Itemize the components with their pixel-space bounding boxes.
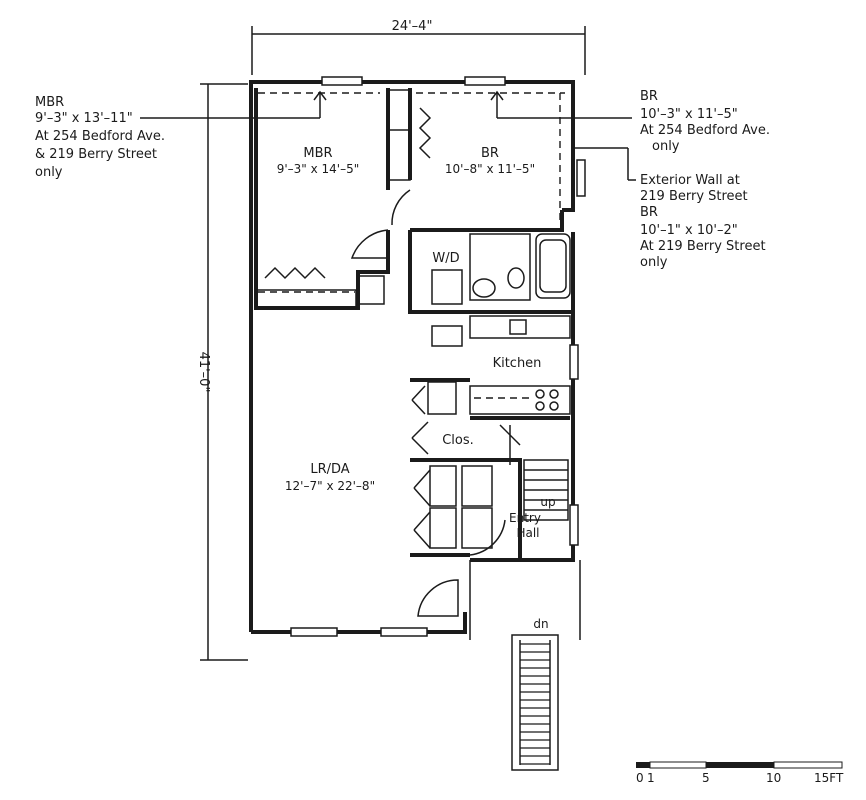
exterior-stair — [511, 634, 559, 771]
lrda-name: LR/DA — [310, 462, 349, 477]
interior-stair — [499, 424, 569, 521]
clos-label: Clos. — [442, 433, 474, 448]
scale-bar: 0 1 5 10 15FT — [636, 761, 844, 785]
wd-label: W/D — [432, 251, 459, 266]
note-left-line-4: & 219 Berry Street — [35, 147, 157, 162]
note-right-top: BR 10'–3" x 11'–5" At 254 Bedford Ave. o… — [640, 89, 770, 154]
note-right-bottom-line-5: At 219 Berry Street — [640, 239, 766, 254]
note-left-line-1: MBR — [35, 95, 64, 110]
lrda-size: 12'–7" x 22'–8" — [285, 479, 375, 493]
note-right-top-line-4: only — [652, 139, 680, 154]
arrows — [140, 90, 632, 180]
bathroom — [431, 233, 571, 305]
note-left-line-3: At 254 Bedford Ave. — [35, 129, 165, 144]
depth-dimension: 41'–0" — [196, 83, 248, 661]
width-label: 24'–4" — [392, 19, 433, 34]
scale-label-5: 5 — [702, 771, 710, 785]
note-left-line-5: only — [35, 165, 63, 180]
br-size: 10'–8" x 11'–5" — [445, 162, 535, 176]
kitchen-label: Kitchen — [493, 356, 542, 371]
note-right-bottom-line-2: 219 Berry Street — [640, 189, 748, 204]
note-left-line-2: 9'–3" x 13'–11" — [35, 111, 133, 126]
mbr-name: MBR — [303, 146, 332, 161]
hall-label: Hall — [516, 526, 539, 540]
kitchen-fixtures — [431, 315, 571, 415]
note-right-top-line-3: At 254 Bedford Ave. — [640, 123, 770, 138]
scale-label-1: 1 — [647, 771, 655, 785]
note-right-top-line-2: 10'–3" x 11'–5" — [640, 107, 738, 122]
depth-label: 41'–0" — [196, 352, 211, 393]
doors — [350, 189, 506, 617]
note-right-bottom-line-6: only — [640, 255, 668, 270]
note-right-bottom-line-4: 10'–1" x 10'–2" — [640, 223, 738, 238]
scale-label-0: 0 — [636, 771, 644, 785]
scale-label-15ft: 15FT — [814, 771, 844, 785]
entry-label: Entry — [509, 511, 541, 525]
note-right-bottom-line-3: BR — [640, 205, 658, 220]
dn-label: dn — [533, 617, 548, 631]
windows — [290, 76, 586, 637]
note-right-bottom-line-1: Exterior Wall at — [640, 173, 740, 188]
br-name: BR — [481, 146, 499, 161]
width-dimension: 24'–4" — [251, 19, 586, 75]
note-right-bottom: Exterior Wall at 219 Berry Street BR 10'… — [628, 173, 766, 270]
note-left: MBR 9'–3" x 13'–11" At 254 Bedford Ave. … — [35, 95, 165, 180]
up-label: up — [540, 495, 555, 509]
mbr-size: 9'–3" x 14'–5" — [277, 162, 360, 176]
scale-label-10: 10 — [766, 771, 781, 785]
note-right-top-line-1: BR — [640, 89, 658, 104]
room-labels: MBR 9'–3" x 14'–5" BR 10'–8" x 11'–5" LR… — [277, 146, 556, 631]
